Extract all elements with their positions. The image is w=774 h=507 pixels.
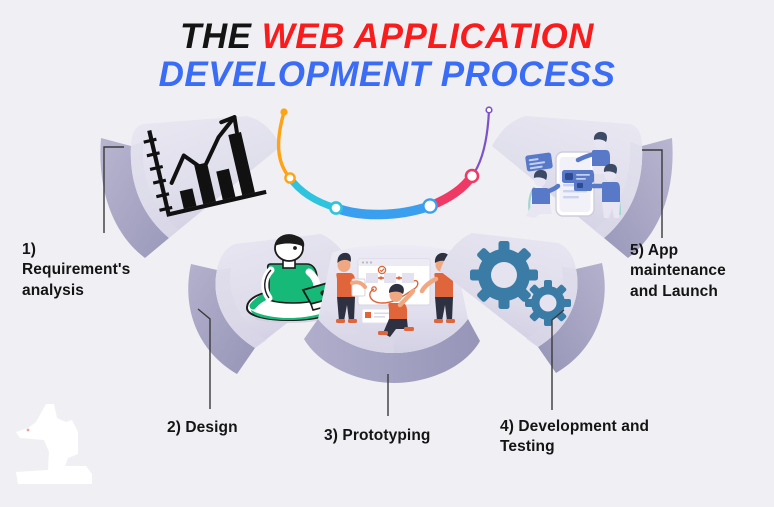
purple-end-dot [485,106,493,114]
orange-end-dot [280,108,288,116]
step-label-3[interactable]: 3) Prototyping [324,426,474,446]
step-label-1-line-1: 1) [22,241,36,258]
title-the: THE [180,17,262,56]
step-label-4-line-1: 4) Development and [500,418,650,435]
connector-line-5 [640,148,666,240]
orange-segment [276,110,292,180]
title-line-2: DEVELOPMENT PROCESS [158,54,616,94]
center-progress-arc [258,100,518,235]
step-label-5[interactable]: 5) App maintenance and Launch [630,241,770,302]
step-label-2[interactable]: 2) Design [167,418,297,438]
orange-cyan-node [284,172,296,184]
connector-line-2 [196,307,222,411]
blue-pink-node [422,198,438,214]
step-label-1[interactable]: 1) Requirement's analysis [22,240,172,301]
connector-line-3 [382,372,394,418]
step-label-5-line-3: and Launch [630,282,718,300]
cyan-blue-node [329,201,343,215]
cyan-segment [286,174,340,212]
title-line-1: THE WEB APPLICATION [0,18,774,56]
purple-segment [470,108,491,178]
step-label-5-line-2: maintenance [630,262,726,280]
title-web-application: WEB APPLICATION [261,17,594,56]
step-label-3-line-1: 3) Prototyping [324,427,431,444]
step-label-4-line-2: Testing [500,438,555,456]
step-label-4[interactable]: 4) Development and Testing [500,417,690,458]
decorative-watermark-shape [8,392,118,500]
step-label-1-line-3: analysis [22,281,84,299]
step-label-5-line-1: 5) App [630,242,679,259]
connector-line-1 [100,145,126,235]
step-label-1-line-2: Requirement's [22,261,131,279]
connector-line-4 [540,308,566,412]
page-title: THE WEB APPLICATION DEVELOPMENT PROCESS [0,18,774,94]
step-label-2-line-1: 2) Design [167,419,238,436]
pink-purple-node [464,168,480,184]
blue-segment [331,201,435,220]
